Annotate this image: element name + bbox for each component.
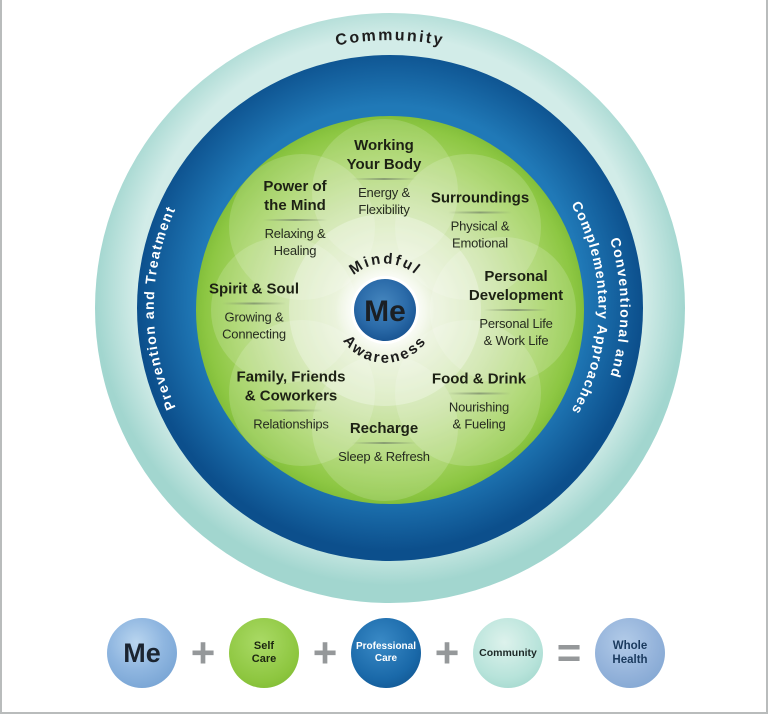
section-divider <box>263 219 327 221</box>
legend-circle-community: Community <box>473 618 543 688</box>
section-divider <box>352 442 416 444</box>
section-divider <box>352 178 416 180</box>
section-subtitle: Nourishing & Fueling <box>448 399 510 432</box>
legend-circle-professional-care: Professional Care <box>351 618 421 688</box>
section-subtitle: Personal Life & Work Life <box>479 316 553 348</box>
section-divider <box>222 302 286 305</box>
section-heading: Personal Development <box>468 268 564 304</box>
section-power-of-the-mind: Power of the Mind Relaxing & Healing <box>225 177 365 259</box>
legend-circle-self-care: Self Care <box>229 618 299 688</box>
plus-icon: + <box>434 629 460 676</box>
section-subtitle: Energy & Flexibility <box>358 185 410 217</box>
community-ring-label: Community <box>334 27 446 49</box>
section-heading: Family, Friends & Coworkers <box>236 368 346 405</box>
legend-equation: Me + Self Care + Professional Care + Com… <box>2 618 766 688</box>
section-heading: Surroundings <box>430 189 530 207</box>
section-spirit-and-soul: Spirit & Soul Growing & Connecting <box>179 280 329 343</box>
section-subtitle: Sleep & Refresh <box>338 449 430 464</box>
section-surroundings: Surroundings Physical & Emotional <box>405 189 555 252</box>
plus-icon: + <box>312 629 338 676</box>
legend-circle-me: Me <box>107 618 177 688</box>
section-subtitle: Relationships <box>253 416 329 432</box>
section-subtitle: Physical & Emotional <box>450 218 510 251</box>
me-label: Me <box>364 295 406 328</box>
section-subtitle: Growing & Connecting <box>222 309 286 342</box>
section-working-your-body: Working Your Body Energy & Flexibility <box>309 136 459 218</box>
section-heading: Recharge <box>349 420 419 437</box>
section-recharge: Recharge Sleep & Refresh <box>304 419 464 465</box>
wheel-rings-graphic: Me Community Prevention and Treatment Co… <box>95 13 685 603</box>
section-personal-development: Personal Development Personal Life & Wor… <box>436 267 596 349</box>
section-heading: Spirit & Soul <box>209 280 299 298</box>
me-circle <box>354 279 416 341</box>
section-heading: Food & Drink <box>431 370 527 388</box>
equals-icon: = <box>556 629 582 676</box>
section-subtitle: Relaxing & Healing <box>264 226 326 258</box>
section-heading: Power of the Mind <box>263 178 327 214</box>
wellness-wheel: Me Community Prevention and Treatment Co… <box>2 0 766 608</box>
section-heading: Working Your Body <box>346 137 422 173</box>
section-family-friends-coworkers: Family, Friends & Coworkers Relationship… <box>206 368 376 433</box>
section-divider <box>447 392 511 395</box>
section-divider <box>484 309 548 311</box>
section-food-and-drink: Food & Drink Nourishing & Fueling <box>404 370 554 433</box>
legend-circle-whole-health: Whole Health <box>595 618 665 688</box>
plus-icon: + <box>190 629 216 676</box>
section-divider <box>448 211 512 214</box>
section-divider <box>259 409 323 412</box>
